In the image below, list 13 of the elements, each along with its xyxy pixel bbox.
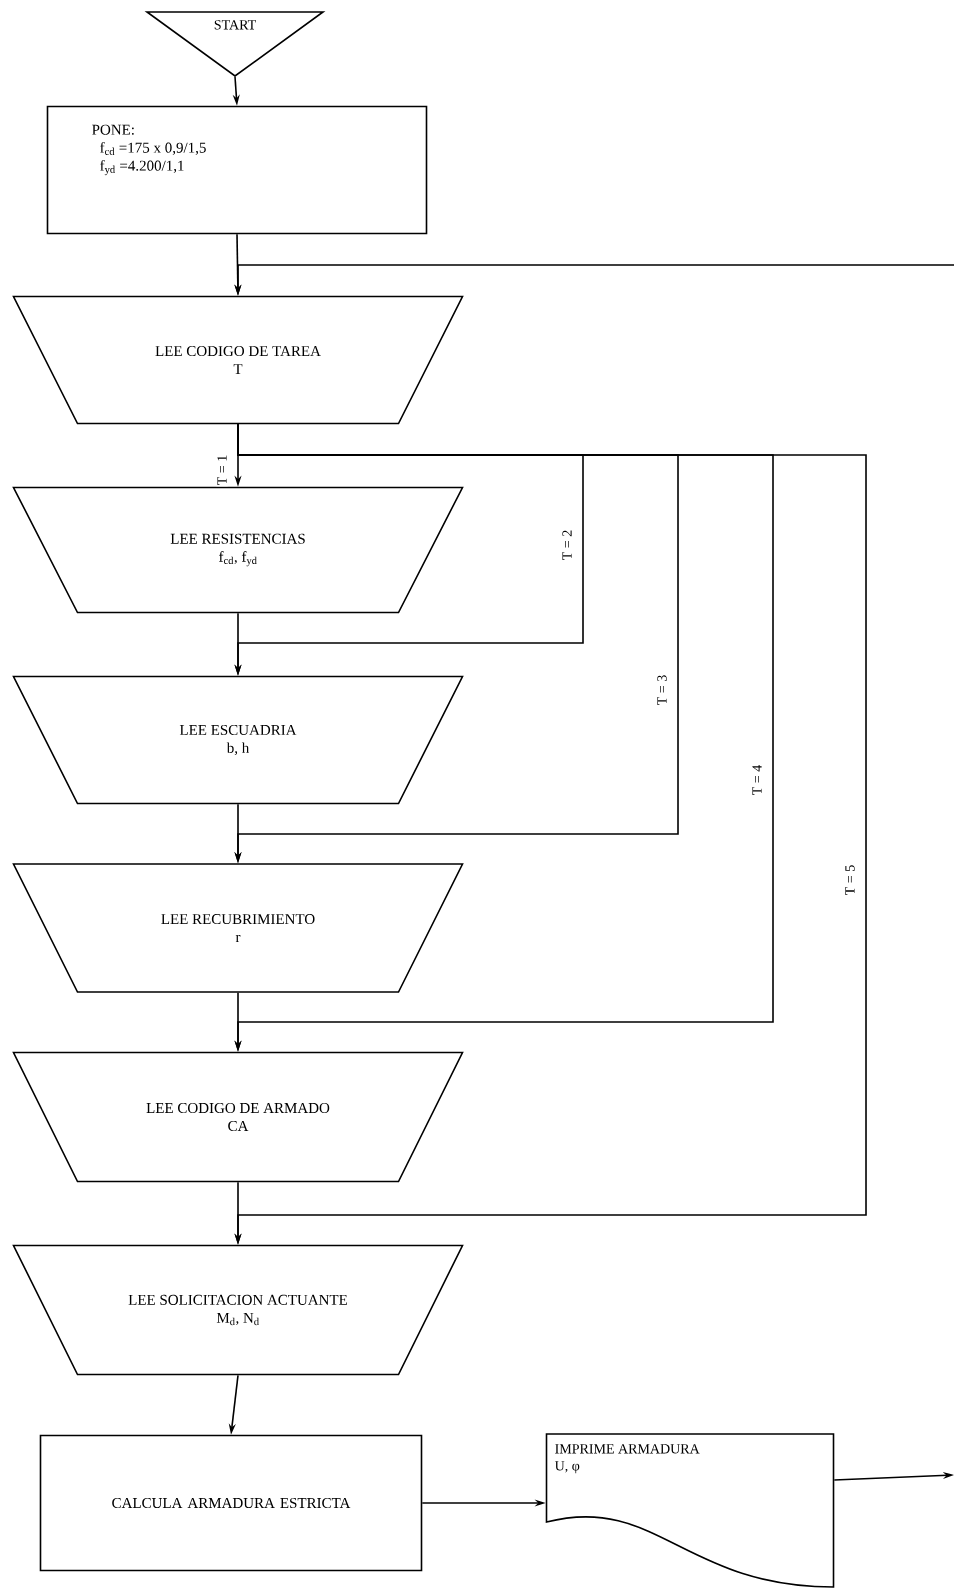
process-box: CALCULA ARMADURA ESTRICTA	[39, 1434, 423, 1572]
input-trapezoid: LEE SOLICITACION ACTUANTE M$_{d}$, N$_{d}$	[12, 1244, 464, 1376]
edge-label: T = 4	[751, 763, 763, 797]
input-trapezoid: LEE RESISTENCIAS f$_{cd}$, f$_{yd}$	[12, 486, 464, 614]
input-trapezoid: LEE ESCUADRIA b, h	[12, 675, 464, 805]
process-box: PONE: f$_{cd}$ =175 x 0,9/1,5 f$_{yd}$ =4.200/1,1	[46, 105, 428, 235]
edge-label: T = 2	[561, 528, 573, 562]
edge-label: T = 1	[216, 453, 228, 487]
edge-label: T = 3	[656, 673, 668, 707]
edge-label: T = 5	[844, 863, 856, 897]
input-trapezoid: LEE CODIGO DE TAREA T	[12, 295, 464, 425]
input-trapezoid: LEE CODIGO DE ARMADO CA	[12, 1051, 464, 1183]
input-trapezoid: LEE RECUBRIMIENTO r	[12, 863, 464, 993]
